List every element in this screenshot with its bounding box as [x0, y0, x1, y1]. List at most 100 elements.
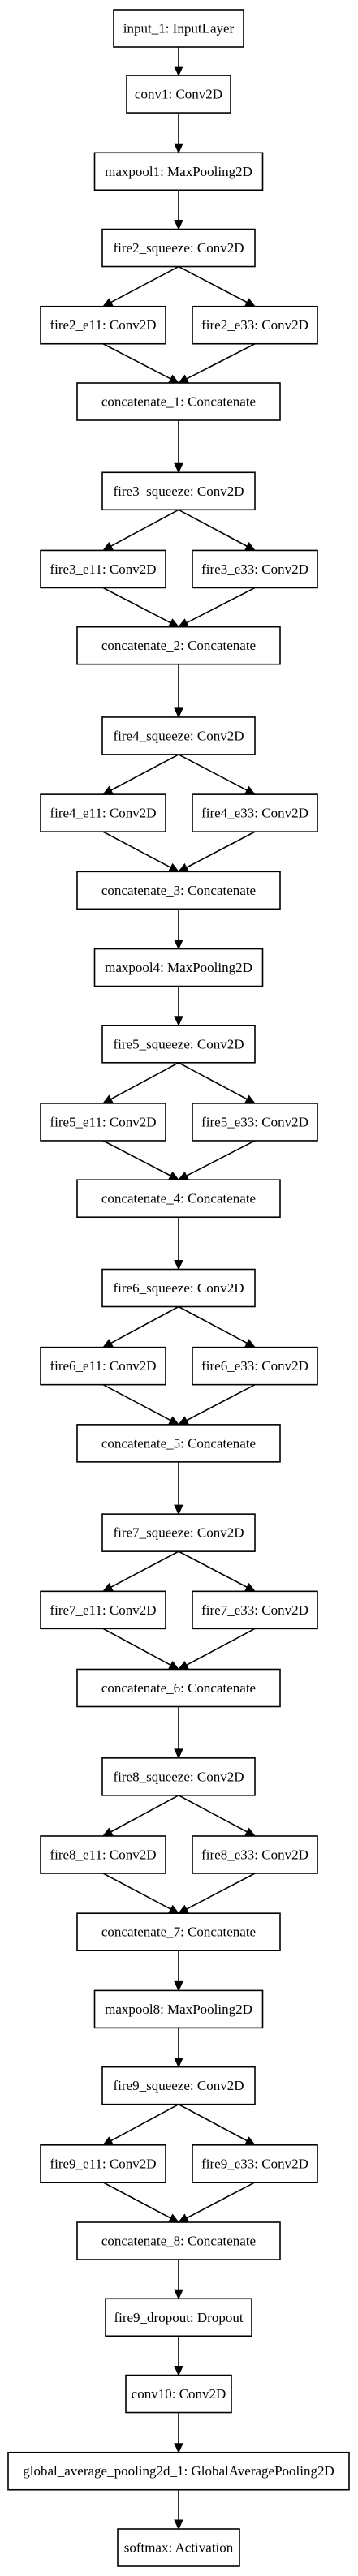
arrowhead-maxpool8-to-fire9_squeeze: [174, 2058, 183, 2068]
edge-fire4_squeeze-to-fire4_e11: [110, 754, 179, 791]
node-box: [93, 152, 264, 191]
node-box: [7, 2451, 350, 2491]
arrowhead-concatenate_6-to-fire8_squeeze: [174, 1748, 183, 1760]
arrowhead-fire4_e11-to-concatenate_3: [168, 862, 180, 872]
arrowhead-fire8_squeeze-to-fire8_e11: [101, 1827, 114, 1837]
arrowhead-fire7_e11-to-concatenate_6: [168, 1660, 180, 1671]
arrowhead-fire4_e33-to-concatenate_3: [177, 862, 189, 872]
node-label: fire9_e11: Conv2D: [50, 2156, 156, 2171]
arrowhead-maxpool4-to-fire5_squeeze: [174, 1016, 183, 1027]
node-label: maxpool4: MaxPooling2D: [105, 960, 252, 975]
node-label: concatenate_3: Concatenate: [101, 883, 256, 898]
arrowhead-fire3_squeeze-to-fire3_e33: [244, 541, 257, 552]
edge-fire6_squeeze-to-fire6_e11: [110, 1305, 179, 1344]
node-box: [113, 9, 244, 48]
node-label: fire2_squeeze: Conv2D: [114, 240, 244, 256]
node-fire4_e33: fire4_e33: Conv2D: [192, 793, 318, 832]
node-label: fire5_squeeze: Conv2D: [114, 1036, 244, 1051]
node-fire6_squeeze: fire6_squeeze: Conv2D: [101, 1268, 256, 1308]
arrowhead-fire8_e33-to-concatenate_7: [177, 1904, 189, 1914]
edge-fire4_e11-to-concatenate_3: [102, 831, 171, 868]
edge-fire6_e11-to-concatenate_5: [102, 1383, 171, 1421]
edge-fire9_squeeze-to-fire9_e11: [110, 2103, 179, 2142]
node-label: fire6_squeeze: Conv2D: [114, 1280, 244, 1296]
node-label: concatenate_4: Concatenate: [101, 1191, 256, 1206]
node-label: fire4_e11: Conv2D: [50, 806, 156, 821]
edge-fire5_e11-to-concatenate_4: [102, 1140, 171, 1176]
arrowhead-concatenate_4-to-fire6_squeeze: [174, 1260, 183, 1271]
node-label: fire7_e33: Conv2D: [201, 1602, 308, 1618]
node-box: [40, 1590, 166, 1630]
node-concatenate_6: concatenate_6: Concatenate: [76, 1668, 281, 1708]
node-label: fire2_e33: Conv2D: [201, 317, 308, 333]
node-fire8_squeeze: fire8_squeeze: Conv2D: [101, 1757, 256, 1796]
arrowhead-concatenate_1-to-fire3_squeeze: [174, 462, 183, 474]
node-label: fire9_squeeze: Conv2D: [114, 2078, 244, 2093]
arrowhead-fire9_e33-to-concatenate_8: [177, 2213, 189, 2223]
node-label: maxpool8: MaxPooling2D: [105, 2002, 252, 2017]
node-fire8_e11: fire8_e11: Conv2D: [40, 1835, 166, 1874]
node-label: concatenate_2: Concatenate: [101, 638, 256, 653]
node-box: [101, 2066, 256, 2105]
node-box: [192, 305, 318, 345]
node-label: fire4_e33: Conv2D: [201, 806, 308, 821]
node-fire4_squeeze: fire4_squeeze: Conv2D: [101, 716, 256, 755]
node-box: [192, 549, 318, 589]
node-fire6_e11: fire6_e11: Conv2D: [40, 1346, 166, 1386]
node-fire3_e11: fire3_e11: Conv2D: [40, 549, 166, 589]
node-label: fire8_squeeze: Conv2D: [114, 1769, 244, 1784]
node-box: [101, 228, 256, 268]
node-label: conv1: Conv2D: [135, 87, 222, 102]
node-box: [40, 793, 166, 832]
edge-fire5_squeeze-to-fire5_e33: [178, 1062, 248, 1100]
node-box: [40, 1346, 166, 1386]
node-label: fire3_squeeze: Conv2D: [114, 484, 244, 499]
edge-fire5_e33-to-concatenate_4: [186, 1140, 256, 1176]
edge-fire7_squeeze-to-fire7_e33: [178, 1550, 248, 1588]
node-concatenate_5: concatenate_5: Concatenate: [76, 1424, 281, 1463]
node-box: [40, 305, 166, 345]
arrowhead-fire6_squeeze-to-fire6_e11: [101, 1339, 114, 1348]
node-fire5_squeeze: fire5_squeeze: Conv2D: [101, 1025, 256, 1064]
edge-fire7_e33-to-concatenate_6: [186, 1628, 256, 1666]
node-label: fire3_e33: Conv2D: [201, 561, 308, 577]
node-box: [101, 1757, 256, 1796]
arrowhead-fire9_dropout-to-conv10: [174, 2366, 183, 2376]
node-label: fire8_e11: Conv2D: [50, 1847, 156, 1862]
arrowhead-concatenate_7-to-maxpool8: [174, 1980, 183, 1992]
node-label: fire4_squeeze: Conv2D: [114, 728, 244, 743]
arrowhead-concatenate_2-to-fire4_squeeze: [174, 707, 183, 719]
arrowhead-fire8_squeeze-to-fire8_e33: [244, 1827, 257, 1837]
node-label: fire9_e33: Conv2D: [201, 2156, 308, 2171]
node-fire9_dropout: fire9_dropout: Dropout: [105, 2298, 252, 2337]
node-label: maxpool1: MaxPooling2D: [105, 164, 252, 179]
node-box: [76, 626, 281, 665]
node-input_1: input_1: InputLayer: [113, 9, 244, 48]
edge-fire6_squeeze-to-fire6_e33: [178, 1305, 248, 1344]
node-box: [105, 2298, 252, 2337]
node-maxpool8: maxpool8: MaxPooling2D: [93, 1989, 264, 2029]
node-label: fire9_dropout: Dropout: [114, 2310, 243, 2325]
arrowhead-fire2_e11-to-concatenate_1: [168, 374, 180, 384]
node-box: [40, 1103, 166, 1142]
arrowhead-fire6_e11-to-concatenate_5: [168, 1416, 180, 1426]
node-fire2_squeeze: fire2_squeeze: Conv2D: [101, 228, 256, 268]
arrowhead-fire2_e33-to-concatenate_1: [177, 374, 189, 384]
node-label: fire7_e11: Conv2D: [50, 1602, 156, 1618]
node-label: concatenate_8: Concatenate: [101, 2234, 256, 2249]
arrowhead-maxpool1-to-fire2_squeeze: [174, 220, 183, 230]
edge-fire8_squeeze-to-fire8_e33: [178, 1795, 248, 1833]
node-box: [117, 2528, 240, 2567]
node-label: concatenate_5: Concatenate: [101, 1435, 256, 1451]
node-fire2_e11: fire2_e11: Conv2D: [40, 305, 166, 345]
edge-fire8_e33-to-concatenate_7: [186, 1873, 256, 1910]
node-box: [101, 716, 256, 755]
arrowhead-concatenate_8-to-fire9_dropout: [174, 2289, 183, 2300]
arrowhead-fire2_squeeze-to-fire2_e33: [244, 298, 257, 307]
node-box: [192, 2144, 318, 2183]
node-label: concatenate_6: Concatenate: [101, 1680, 256, 1696]
edges-layer: [101, 47, 257, 2531]
arrowhead-fire7_squeeze-to-fire7_e11: [101, 1582, 114, 1592]
node-label: concatenate_1: Concatenate: [101, 394, 256, 410]
